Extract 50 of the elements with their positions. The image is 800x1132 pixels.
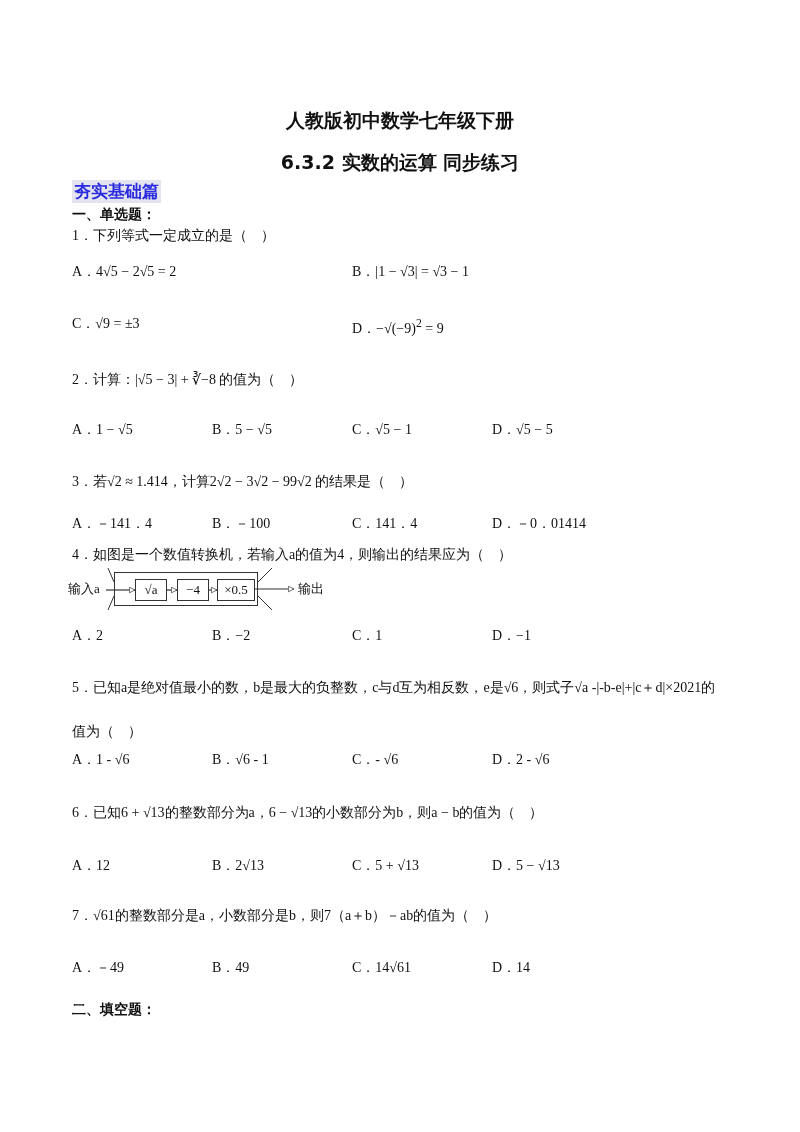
- answer-option: D．2 - √6: [492, 750, 550, 770]
- operation-box: −4: [177, 579, 209, 601]
- part-heading: 一、单选题：: [72, 206, 156, 224]
- answer-option: B．5 − √5: [212, 420, 272, 440]
- answer-option: D．−1: [492, 626, 531, 646]
- part-heading: 二、填空题：: [72, 1001, 156, 1019]
- answer-option: C．- √6: [352, 750, 399, 770]
- answer-option: A．－141．4: [72, 514, 153, 534]
- answer-option: B．√6 - 1: [212, 750, 269, 770]
- answer-option: A．1 − √5: [72, 420, 133, 440]
- answer-option: B．49: [212, 958, 250, 978]
- question-text: 2．计算：|√5 − 3| + ∛−8 的值为（ ）: [72, 370, 304, 389]
- answer-option: A．2: [72, 626, 104, 646]
- question-text: 7．√61的整数部分是a，小数部分是b，则7（a＋b）－ab的值为（ ）: [72, 907, 498, 925]
- answer-option: D．−√(−9)$^{2}$ = 9: [352, 314, 444, 339]
- arrow: [105, 586, 136, 594]
- arrow: [166, 586, 178, 594]
- answer-option: C．5 + √13: [352, 856, 419, 876]
- answer-option: C．141．4: [352, 514, 418, 534]
- section-heading: 夯实基础篇: [72, 180, 161, 203]
- answer-option: C．14√61: [352, 958, 412, 978]
- answer-option: B．－100: [212, 514, 271, 534]
- question-text: 1．下列等式一定成立的是（ ）: [72, 227, 275, 245]
- question-text: 4．如图是一个数值转换机，若输入a的值为4，则输出的结果应为（ ）: [72, 546, 513, 564]
- page-title: 人教版初中数学七年级下册: [285, 108, 515, 133]
- question-text: 3．若√2 ≈ 1.414，计算2√2 − 3√2 − 99√2 的结果是（ ）: [72, 473, 414, 491]
- answer-option: D．－0．01414: [492, 514, 587, 534]
- answer-option: B．|1 − √3| = √3 − 1: [352, 262, 469, 282]
- input-label: 输入a: [62, 578, 106, 600]
- question-text: 5．已知a是绝对值最小的数，b是最大的负整数，c与d互为相反数，e是√6，则式子√a -|-b-e|+|c＋d|×2021的值为（ ）: [72, 679, 717, 741]
- answer-option: A．－49: [72, 958, 125, 978]
- answer-option: C．√9 = ±3: [72, 314, 140, 334]
- operation-box: √a: [135, 579, 167, 601]
- answer-option: B．−2: [212, 626, 251, 646]
- question-text: 6．已知6 + √13的整数部分为a，6 − √13的小数部分为b，则a − b的值为（ ）: [72, 804, 544, 822]
- answer-option: D．5 − √13: [492, 856, 560, 876]
- answer-option: C．1: [352, 626, 383, 646]
- arrow: [254, 585, 295, 593]
- operation-box: ×0.5: [217, 579, 255, 601]
- answer-option: C．√5 − 1: [352, 420, 412, 440]
- machine-frame: [114, 572, 258, 606]
- answer-option: A．4√5 − 2√5 = 2: [72, 262, 177, 282]
- answer-option: A．1 - √6: [72, 750, 130, 770]
- answer-option: B．2√13: [212, 856, 265, 876]
- answer-option: D．14: [492, 958, 531, 978]
- answer-option: D．√5 − 5: [492, 420, 553, 440]
- answer-option: A．12: [72, 856, 111, 876]
- output-label: 输出: [294, 578, 328, 600]
- arrow: [208, 586, 218, 594]
- subtitle: 6.3.2 实数的运算 同步练习: [279, 150, 521, 175]
